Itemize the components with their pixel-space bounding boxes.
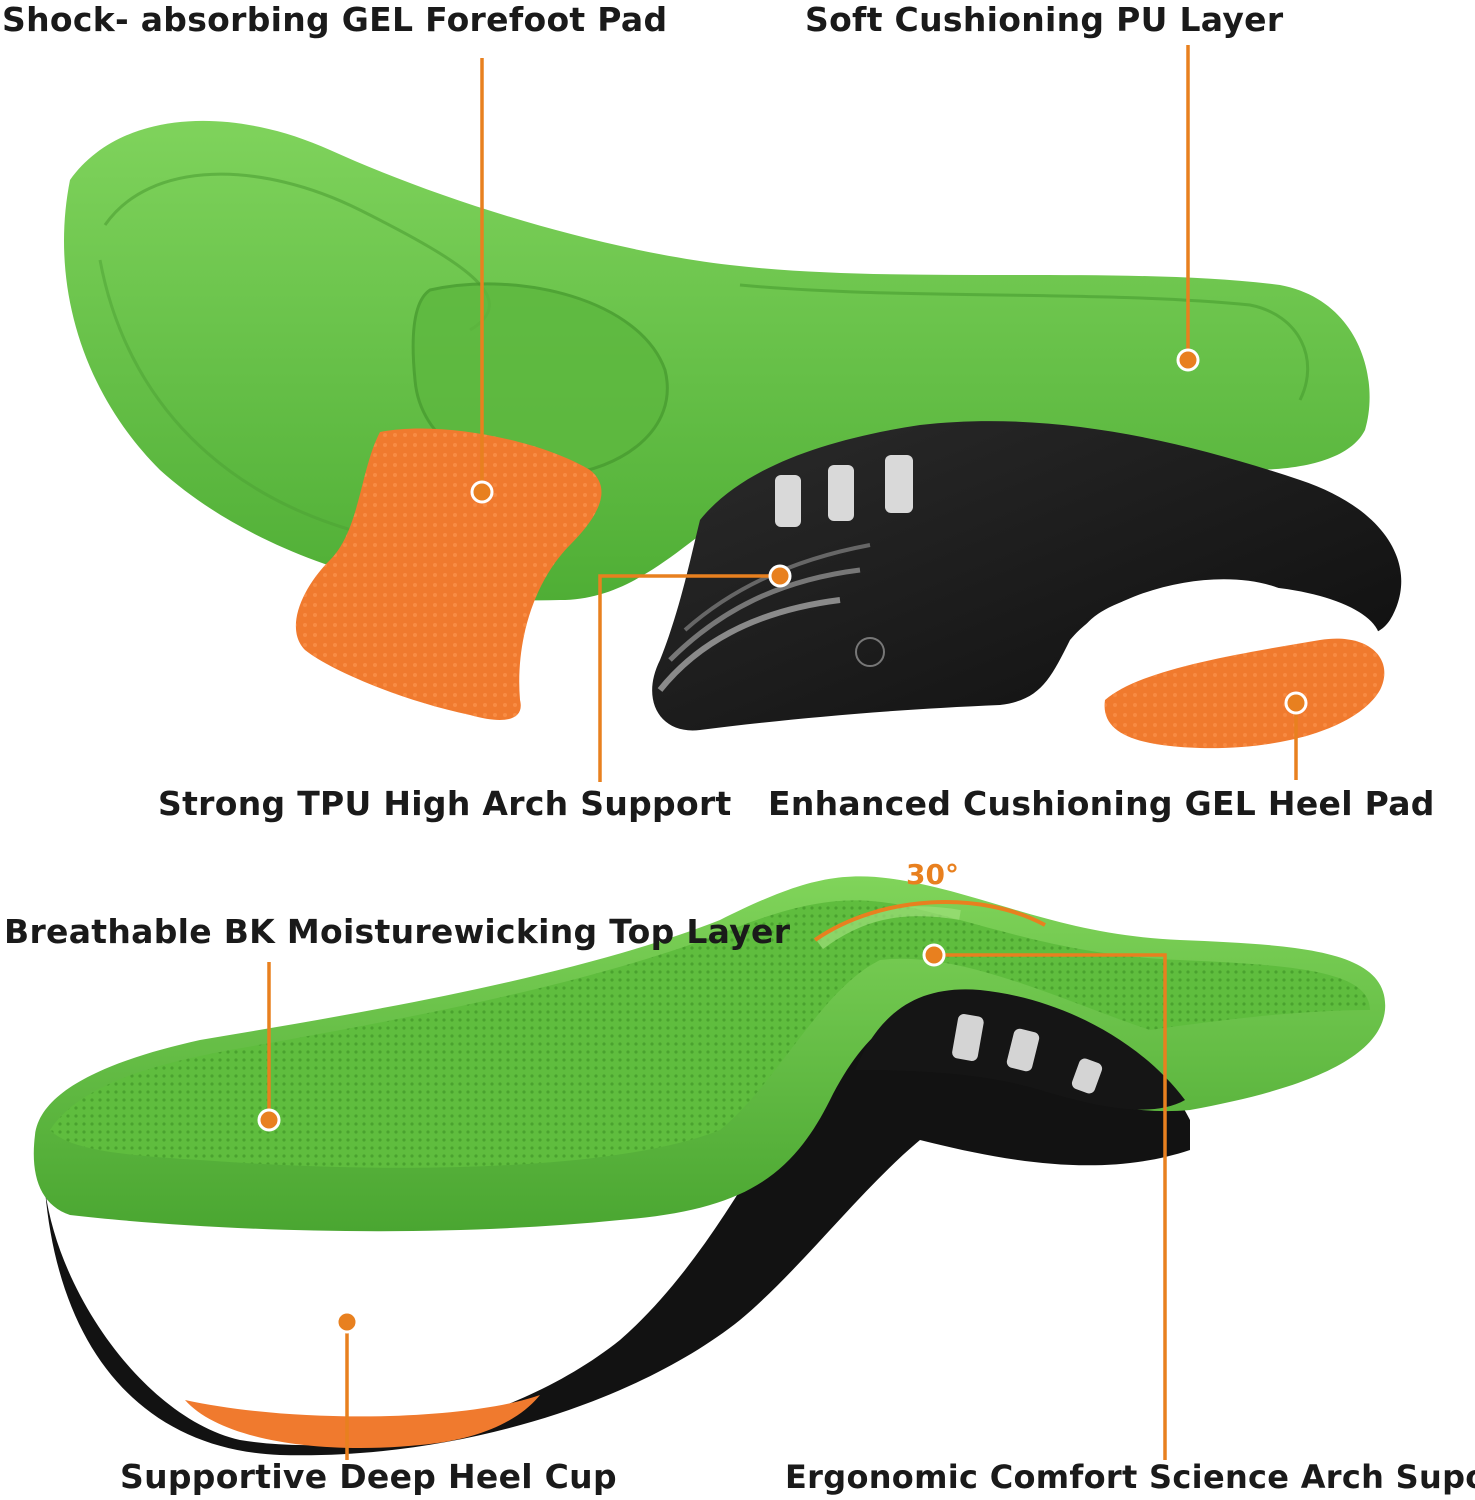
label-heel-pad: Enhanced Cushioning GEL Heel Pad bbox=[768, 784, 1435, 823]
dot-forefoot-pad bbox=[470, 480, 494, 504]
leader-ergonomic-arch bbox=[934, 953, 1167, 1460]
logo-mark bbox=[855, 637, 885, 667]
dot-pu-layer bbox=[1176, 348, 1200, 372]
label-pu-layer: Soft Cushioning PU Layer bbox=[805, 0, 1284, 39]
moisturewicking-mesh bbox=[50, 900, 1370, 1168]
bottom-insole bbox=[33, 876, 1386, 1456]
forefoot-recess bbox=[411, 282, 669, 477]
top-insole bbox=[64, 120, 1402, 749]
arch-rim bbox=[817, 906, 961, 950]
tpu-stripe bbox=[657, 597, 841, 692]
label-top-layer: Breathable BK Moisturewicking Top Layer bbox=[4, 912, 791, 951]
label-heel-cup: Supportive Deep Heel Cup bbox=[120, 1457, 617, 1496]
arch-rib bbox=[952, 1014, 984, 1061]
tpu-rib bbox=[775, 475, 801, 527]
deep-heel-cup bbox=[45, 983, 1190, 1456]
tpu-rib bbox=[828, 465, 854, 521]
tpu-rib bbox=[885, 455, 913, 513]
dot-ergonomic-arch bbox=[922, 943, 946, 967]
tpu-stripe bbox=[668, 567, 861, 662]
label-arch-support: Strong TPU High Arch Support bbox=[158, 784, 732, 823]
gel-heel-pad-texture bbox=[1104, 638, 1385, 749]
leader-dots bbox=[257, 348, 1308, 1334]
heel-recess bbox=[739, 283, 1310, 401]
arch-angle-label: 30° bbox=[906, 858, 959, 891]
gel-forefoot-pad-texture bbox=[295, 428, 602, 720]
dot-heel-cup bbox=[335, 1310, 359, 1334]
heel-cup-gel-base bbox=[185, 1395, 540, 1448]
arch-rib bbox=[1071, 1058, 1103, 1094]
dot-arch-support bbox=[768, 564, 792, 588]
leader-lines bbox=[267, 45, 1298, 1460]
arch-rib bbox=[1006, 1028, 1040, 1072]
dot-heel-pad bbox=[1284, 691, 1308, 715]
label-ergonomic-arch: Ergonomic Comfort Science Arch Suport bbox=[785, 1458, 1475, 1496]
tpu-stripe bbox=[683, 543, 871, 632]
leader-arch-support bbox=[598, 574, 780, 782]
label-forefoot-pad: Shock- absorbing GEL Forefoot Pad bbox=[2, 0, 668, 39]
dot-top-layer bbox=[257, 1108, 281, 1132]
angle-arc bbox=[813, 900, 1046, 942]
